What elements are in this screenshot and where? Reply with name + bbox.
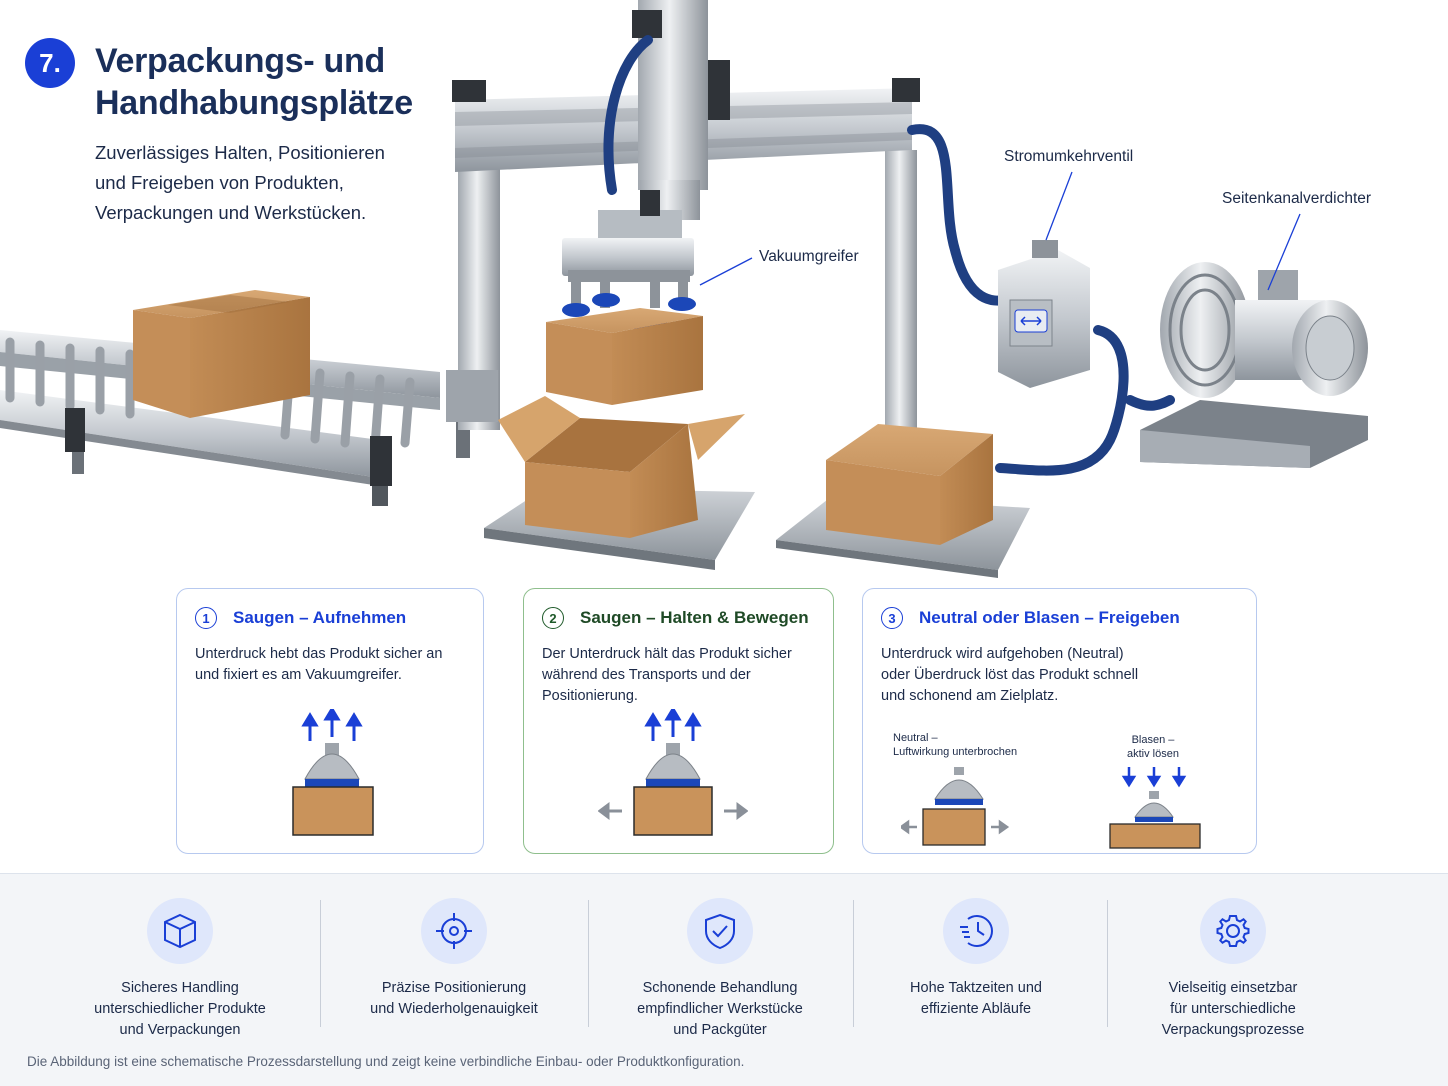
- neutral-label-line: Luftwirkung unterbrochen: [893, 746, 1018, 758]
- feature-text-line: und Wiederholgenauigkeit: [370, 1001, 538, 1017]
- gripper-callout-line: [699, 257, 753, 286]
- arrow-up-icon: [644, 709, 702, 741]
- step-card-header: 1 Saugen – Aufnehmen: [195, 607, 406, 629]
- page-title: Verpackungs- und Handhabungsplätze: [95, 40, 413, 124]
- arrow-up-icon: [301, 709, 363, 741]
- disclaimer-text: Die Abbildung ist eine schematische Proz…: [27, 1054, 745, 1069]
- step-text-line: Unterdruck hebt das Produkt sicher an: [195, 646, 443, 662]
- feature-text-line: effiziente Abläufe: [920, 1001, 1032, 1017]
- step-description: Der Unterdruck hält das Produkt sicher w…: [542, 644, 792, 707]
- step-number-badge: 7.: [25, 38, 75, 88]
- vacuum-hoses: [603, 35, 1175, 476]
- feature-text-line: Sicheres Handling: [121, 980, 239, 996]
- step-description: Unterdruck hebt das Produkt sicher an un…: [195, 644, 442, 686]
- box-icon: [147, 898, 213, 964]
- step-number-3: 3: [881, 607, 903, 629]
- blow-label-line: Blasen –: [1131, 734, 1175, 746]
- step-title: Neutral oder Blasen – Freigeben: [919, 608, 1180, 627]
- step-text-line: Der Unterdruck hält das Produkt sicher: [542, 646, 792, 662]
- feature-text-line: Verpackungsprozesse: [1161, 1022, 1305, 1038]
- feature-text-line: für unterschiedliche: [1170, 1001, 1296, 1017]
- feature-separator: [588, 900, 589, 1027]
- compressor-callout-line: [1267, 213, 1301, 291]
- step-text-line: Unterdruck wird aufgehoben (Neutral): [881, 646, 1124, 662]
- vacuum-gripper: [562, 238, 696, 333]
- callout-flow-reversal-valve: Stromumkehrventil: [1004, 148, 1134, 165]
- feature-precise-positioning: Präzise Positionierung und Wiederholgena…: [344, 898, 564, 1020]
- suction-lift-diagram: [292, 709, 374, 836]
- feature-safe-handling: Sicheres Handling unterschiedlicher Prod…: [70, 898, 290, 1041]
- blow-release-diagram: [1109, 767, 1201, 849]
- subtitle-line-2: und Freigeben von Produkten,: [95, 172, 344, 193]
- shield-check-icon: [687, 898, 753, 964]
- arrow-down-icon: [1121, 767, 1187, 788]
- step-card-hold-move: 2 Saugen – Halten & Bewegen Der Unterdru…: [523, 588, 834, 854]
- feature-text-line: empfindlicher Werkstücke: [637, 1001, 803, 1017]
- packaging-illustration: [0, 0, 1368, 578]
- feature-separator: [853, 900, 854, 1027]
- feature-gentle-treatment: Schonende Behandlung empfindlicher Werks…: [610, 898, 830, 1041]
- feature-text-line: unterschiedlicher Produkte: [94, 1001, 266, 1017]
- feature-high-cycle-times: Hohe Taktzeiten und effiziente Abläufe: [866, 898, 1086, 1020]
- feature-text-line: Präzise Positionierung: [381, 980, 527, 996]
- feature-separator: [1107, 900, 1108, 1027]
- vertical-axis: [598, 0, 708, 250]
- closed-box-platform: [776, 424, 1030, 578]
- blow-label: Blasen – aktiv lösen: [1127, 733, 1179, 761]
- step-card-release: 3 Neutral oder Blasen – Freigeben Unterd…: [862, 588, 1257, 854]
- box-held-by-gripper: [546, 308, 703, 405]
- step-number-1: 1: [195, 607, 217, 629]
- step-text-line: oder Überdruck löst das Produkt schnell: [881, 667, 1139, 683]
- step-title: Saugen – Halten & Bewegen: [580, 608, 809, 627]
- feature-text-line: Vielseitig einsetzbar: [1168, 980, 1298, 996]
- feature-text-line: und Packgüter: [673, 1022, 767, 1038]
- feature-text-line: Hohe Taktzeiten und: [910, 980, 1042, 996]
- feature-text-line: Schonende Behandlung: [642, 980, 798, 996]
- section-divider: [0, 873, 1448, 874]
- arrow-horizontal-icon: [598, 802, 748, 820]
- feature-versatile: Vielseitig einsetzbar für unterschiedlic…: [1123, 898, 1343, 1041]
- step-card-pick: 1 Saugen – Aufnehmen Unterdruck hebt das…: [176, 588, 484, 854]
- clock-speed-icon: [943, 898, 1009, 964]
- title-line-1: Verpackungs- und: [95, 42, 385, 80]
- feature-separator: [320, 900, 321, 1027]
- gear-icon: [1200, 898, 1266, 964]
- callout-vacuum-gripper: Vakuumgreifer: [759, 248, 859, 265]
- step-card-header: 3 Neutral oder Blasen – Freigeben: [881, 607, 1180, 629]
- step-text-line: und fixiert es am Vakuumgreifer.: [195, 667, 402, 683]
- neutral-release-diagram: [901, 767, 1010, 846]
- subtitle-line-1: Zuverlässiges Halten, Positionieren: [95, 142, 385, 163]
- suction-hold-diagram: [598, 709, 748, 836]
- title-line-2: Handhabungsplätze: [95, 84, 413, 122]
- target-icon: [421, 898, 487, 964]
- open-box-platform: [484, 396, 755, 570]
- step-text-line: Positionierung.: [542, 688, 638, 704]
- box-on-conveyor: [133, 290, 310, 418]
- arrow-horizontal-icon: [901, 819, 1010, 835]
- flow-reversal-valve: [998, 240, 1090, 388]
- step-text-line: während des Transports und der: [542, 667, 751, 683]
- feature-text-line: und Verpackungen: [119, 1022, 241, 1038]
- neutral-label-line: Neutral –: [893, 732, 938, 744]
- blow-label-line: aktiv lösen: [1127, 748, 1179, 760]
- step-title: Saugen – Aufnehmen: [233, 608, 407, 627]
- side-channel-blower: [1140, 262, 1368, 468]
- valve-callout-line: [1045, 171, 1073, 241]
- step-card-header: 2 Saugen – Halten & Bewegen: [542, 607, 809, 629]
- step-number: 7.: [39, 47, 61, 78]
- step-description: Unterdruck wird aufgehoben (Neutral) ode…: [881, 644, 1138, 707]
- step-text-line: und schonend am Zielplatz.: [881, 688, 1059, 704]
- neutral-label: Neutral – Luftwirkung unterbrochen: [893, 731, 1017, 759]
- page-subtitle: Zuverlässiges Halten, Positionieren und …: [95, 138, 385, 228]
- subtitle-line-3: Verpackungen und Werkstücken.: [95, 202, 367, 223]
- step-number-2: 2: [542, 607, 564, 629]
- callout-side-channel-blower: Seitenkanalverdichter: [1222, 190, 1372, 207]
